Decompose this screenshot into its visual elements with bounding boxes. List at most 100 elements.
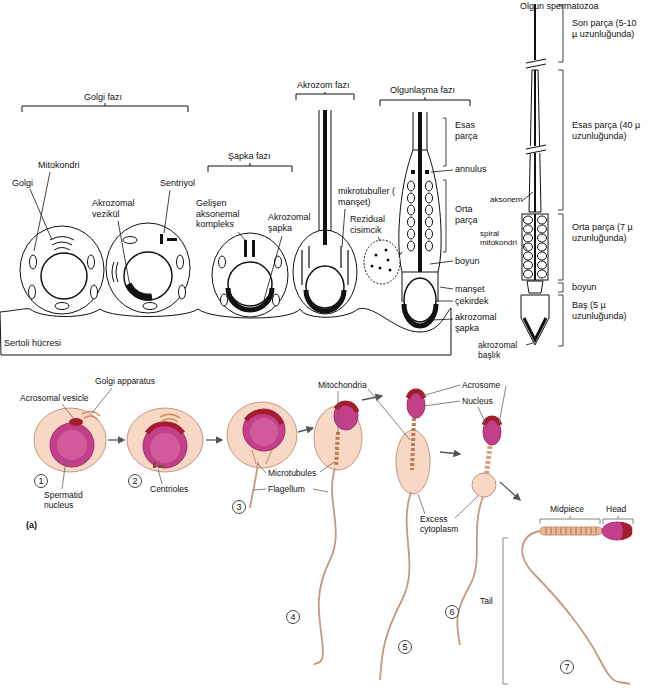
stage-cell-3 (227, 402, 297, 468)
mature-spermatozoon (524, 216, 533, 224)
stage-cell-2 (127, 408, 203, 472)
phase-bracket (22, 92, 470, 172)
mature-spermatozoon (521, 295, 549, 345)
mature-spermatozoon (538, 243, 547, 251)
spermatid-acrosome (306, 290, 344, 311)
part-label: akrozomal şapka (455, 312, 503, 333)
part-label: Golgi apparatus (95, 376, 175, 386)
spermatid-maturation (402, 272, 438, 302)
mature-spermatozoon (524, 234, 533, 242)
spermatid-maturation (426, 217, 433, 227)
leader-line (338, 391, 339, 434)
spermatid-vesicle (179, 285, 186, 299)
spermatid-maturation (385, 249, 388, 252)
stage-arrow (108, 439, 124, 440)
mature-spermatozoon (521, 4, 549, 345)
part-label: Baş (5 µ uzunluğunda) (572, 300, 644, 321)
spermatid-vesicle (143, 303, 157, 310)
leader-line (558, 5, 563, 62)
part-label: Midpiece (550, 504, 595, 514)
spermatid-maturation (425, 170, 429, 174)
callout-number-text: 1 (38, 477, 43, 486)
stage-cell-2 (160, 414, 180, 422)
stage-cell-4 (336, 432, 338, 466)
stage-cell-2 (158, 465, 164, 468)
mature-spermatozoon (538, 216, 547, 224)
leader-line (258, 464, 266, 473)
stage-cell-1 (57, 430, 87, 460)
spermatid-maturation (408, 241, 415, 251)
stage-cell-3 (250, 462, 258, 508)
callout-number: 3 (232, 500, 246, 514)
mature-spermatozoon (524, 270, 533, 278)
phase-bracket (380, 97, 470, 106)
stage-cell-2 (150, 433, 180, 463)
part-label: Olgunlaşma fazı (390, 85, 470, 96)
stage-cell-2 (147, 424, 183, 433)
part-label: Tail (480, 596, 505, 606)
leader-line (440, 287, 453, 289)
leader-line (422, 385, 460, 396)
leader-line (499, 386, 506, 424)
leader-line (455, 496, 478, 518)
mature-spermatozoon (538, 270, 547, 278)
spermatid-golgi (91, 285, 98, 299)
spermatid-maturation (426, 205, 433, 215)
cell-label: Sertoli hücresi (4, 338, 452, 348)
leader-line (526, 343, 533, 345)
part-label: Esas parça (455, 120, 490, 141)
part-label: Esas parça (40 µ uzunluğunda) (572, 120, 644, 141)
leader-line (342, 209, 345, 247)
spermatid-cap (252, 240, 255, 257)
part-label: boyun (455, 256, 490, 267)
spermatid-cap (228, 262, 272, 306)
stage-cell-1 (34, 408, 106, 472)
spermatid-vesicle (160, 234, 163, 244)
part-label: Gelişen aksonemal kompleks (196, 198, 246, 230)
stage-cell-7 (620, 522, 632, 540)
part-label: Acrosomal vesicle (20, 393, 100, 403)
stage-cell-3 (246, 412, 282, 424)
spermatid-golgi (20, 226, 104, 314)
spermatid-vesicle (106, 223, 190, 313)
stage-cell-1 (69, 418, 83, 426)
stage-cell-4 (336, 403, 357, 412)
part-label: Orta parça (455, 204, 485, 225)
spermatid-maturation (371, 249, 392, 272)
leader-line (522, 192, 533, 201)
mature-spermatozoon (538, 252, 547, 260)
mature-spermatozoon (527, 281, 543, 293)
leader-line (558, 295, 563, 346)
stage-cell-1 (50, 423, 94, 467)
part-label: Head (606, 504, 636, 514)
spermatid-acrosome (323, 110, 327, 245)
spermatid-cap (244, 240, 247, 257)
spermatid-maturation (408, 229, 415, 239)
callout-number: 6 (445, 605, 459, 619)
part-label: (a) (26, 520, 46, 531)
part-label: Microtubules (268, 468, 326, 478)
stage-cell-3 (250, 418, 278, 446)
spermatid-golgi (30, 255, 37, 269)
leader-line (558, 214, 563, 280)
leader-line (558, 283, 563, 292)
spermatid-maturation (404, 304, 436, 326)
leader-line (62, 385, 633, 684)
leader-line (443, 118, 446, 166)
phase-bracket (22, 103, 188, 112)
mature-spermatozoon (538, 225, 547, 233)
mature-spermatozoon (524, 261, 533, 269)
leader-line (30, 189, 52, 240)
part-label: annulus (455, 164, 495, 175)
stage-cell-6 (472, 473, 496, 497)
mature-spermatozoon (529, 70, 541, 212)
spermatid-maturation (387, 259, 390, 262)
stage-cell-2 (143, 424, 187, 468)
part-label: manşet (455, 284, 495, 295)
spermatid-maturation (408, 217, 415, 227)
part-label: Mitokondri (38, 160, 98, 171)
leader-line (430, 261, 453, 264)
phase-bracket (208, 163, 292, 172)
mature-spermatozoon (534, 4, 536, 62)
